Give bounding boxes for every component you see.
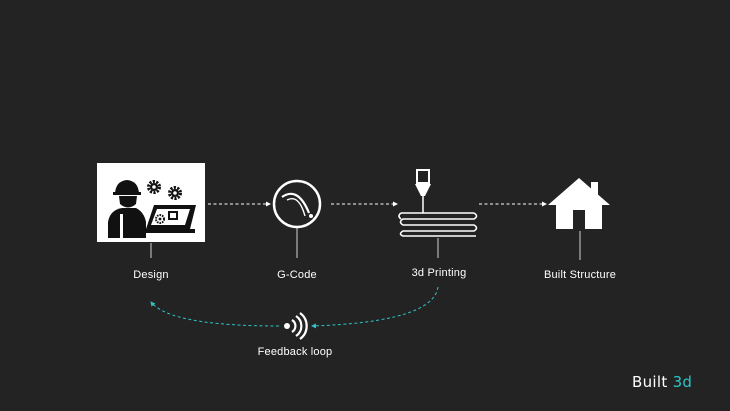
brand-accent: 3d [672, 373, 693, 391]
brand-name: Built [632, 373, 668, 391]
printer-nozzle-icon [398, 169, 478, 237]
structure-label: Built Structure [543, 269, 617, 281]
feedback-arrow-out [150, 301, 280, 327]
brand-logo: Built 3d [632, 373, 692, 391]
wireless-signal-icon [284, 312, 308, 340]
gcode-dial-icon [272, 179, 322, 229]
feedback-loop-label: Feedback loop [257, 346, 333, 358]
feedback-arrow-in [311, 286, 439, 329]
house-icon [548, 178, 610, 229]
engineer-design-icon [97, 163, 205, 242]
gcode-label: G-Code [277, 269, 317, 281]
design-label: Design [133, 269, 169, 281]
printing-label: 3d Printing [411, 267, 467, 279]
